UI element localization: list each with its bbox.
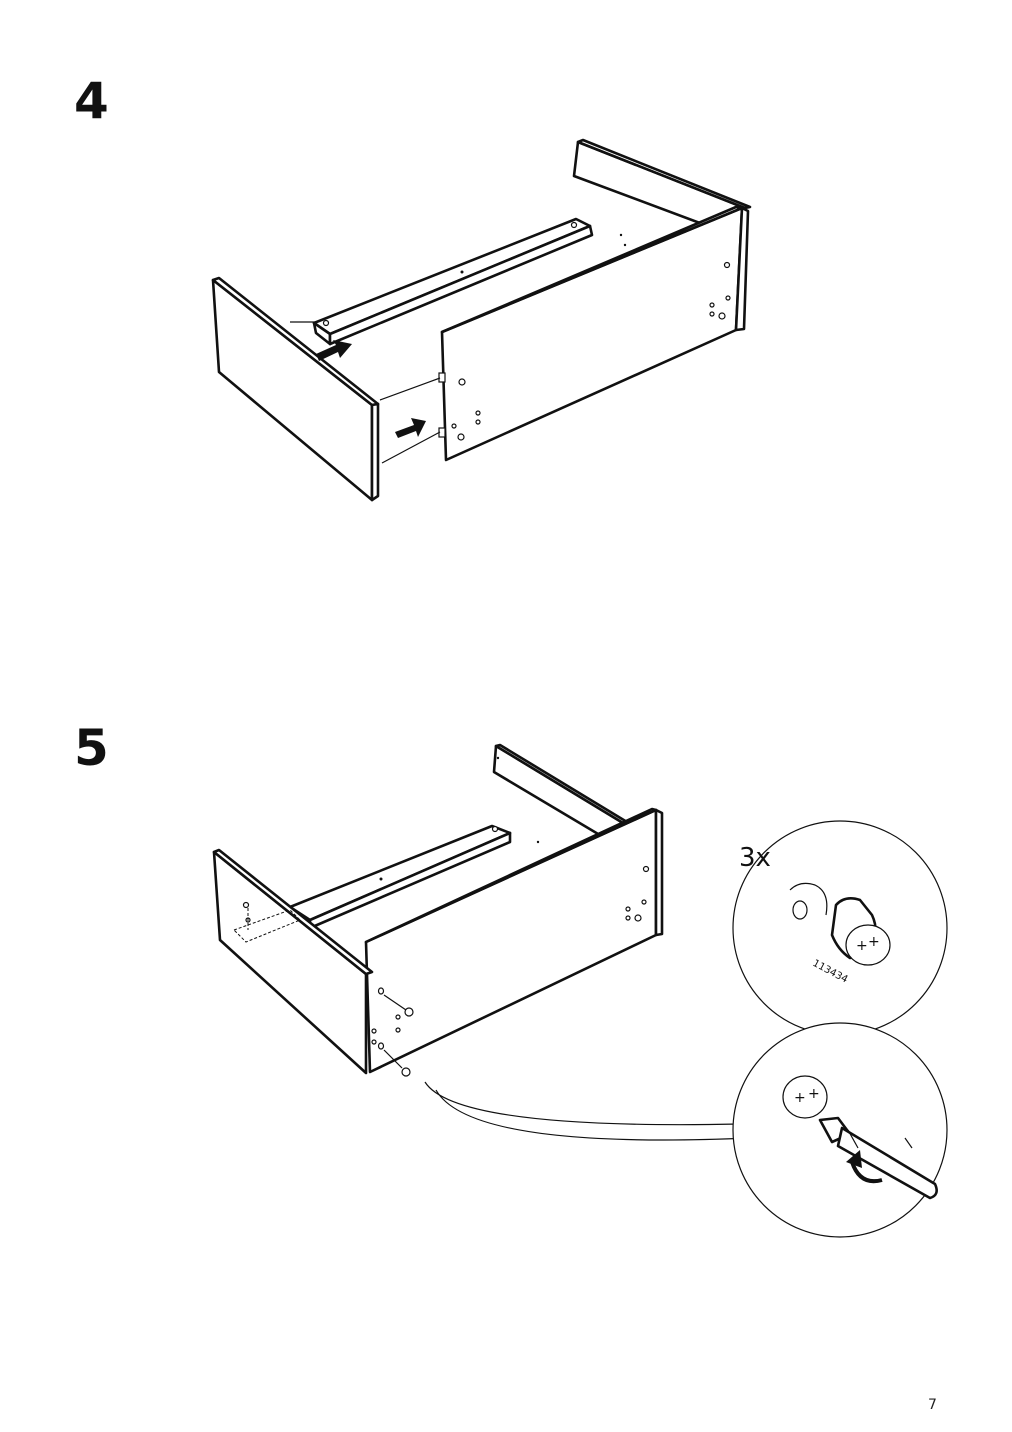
detail-circle-tighten: + +: [424, 1022, 948, 1238]
arrow-push-icon: [316, 340, 352, 361]
right-panel: [364, 807, 664, 1074]
step-5-illustration: 3x + + 113434 + +: [212, 743, 948, 1238]
svg-text:+: +: [856, 938, 868, 954]
left-panel: [212, 848, 374, 1075]
rotate-clockwise-icon: [846, 1150, 883, 1184]
svg-text:+: +: [868, 934, 880, 950]
right-panel: [438, 205, 750, 462]
left-panel: [211, 276, 380, 502]
detail-circle-cam-lock: 3x + + 113434: [732, 820, 948, 1036]
step-4-illustration: [211, 138, 752, 502]
cam-lock-icon: + +: [782, 1075, 828, 1119]
cam-lock-icon: + +: [789, 882, 891, 966]
svg-text:+: +: [794, 1090, 806, 1106]
step-4-number: 4: [74, 72, 109, 130]
svg-text:+: +: [808, 1086, 820, 1102]
arrow-push-icon: [395, 418, 426, 438]
cam-lock-icon: [383, 1049, 411, 1077]
step-5-number: 5: [74, 719, 109, 777]
quantity-label: 3x: [739, 843, 771, 873]
page-number: 7: [928, 1397, 937, 1413]
screwdriver-icon: [818, 1116, 938, 1200]
rail: [312, 217, 627, 346]
back-panel: [572, 138, 752, 240]
cam-lock-icon: [383, 994, 414, 1017]
